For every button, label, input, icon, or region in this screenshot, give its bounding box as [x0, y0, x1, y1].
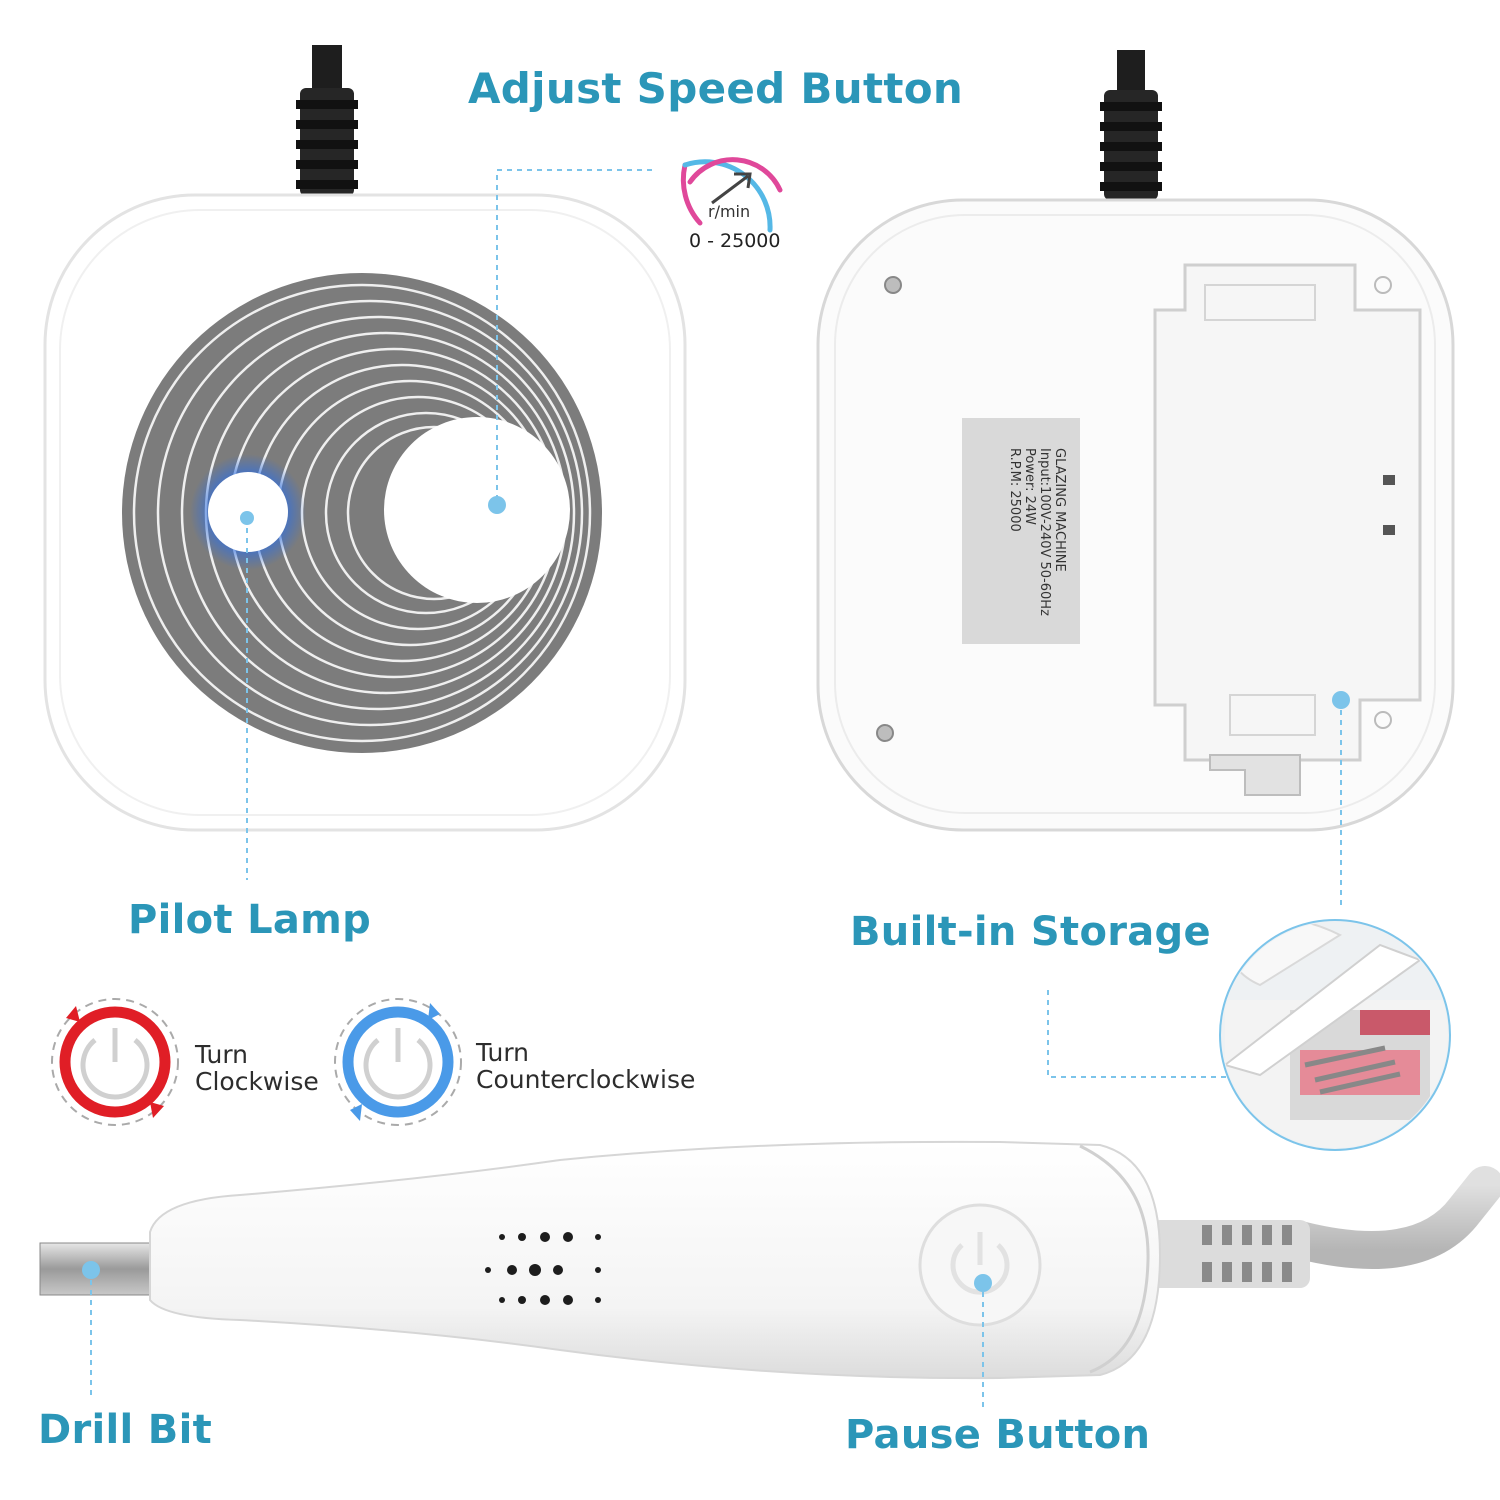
spec-line: Power: 24W: [1022, 448, 1037, 525]
power-icon: [950, 1243, 1010, 1295]
clockwise-line1: Turn: [195, 1040, 249, 1069]
screw: [884, 276, 902, 294]
speed-unit: r/min: [708, 202, 751, 221]
spec-line: Input:100V-240V 50-60Hz: [1037, 448, 1052, 616]
counter-line1: Turn: [476, 1038, 530, 1067]
counter-line2: Counterclockwise: [476, 1065, 696, 1094]
label-built-in-storage: Built-in Storage: [850, 909, 1211, 955]
speed-arrow-icon: [711, 172, 752, 205]
counterclockwise-text: Turn Counterclockwise: [476, 1039, 695, 1093]
clockwise-text: Turn Clockwise: [195, 1041, 319, 1095]
label-drill-bit: Drill Bit: [38, 1407, 213, 1453]
speed-knob[interactable]: [384, 417, 570, 603]
pause-button[interactable]: [918, 1203, 1042, 1327]
spec-line: R.P.M: 25000: [1007, 448, 1022, 532]
label-adjust-speed: Adjust Speed Button: [468, 64, 964, 113]
callout-dots: [82, 496, 1350, 1292]
callout-line-speed: [496, 169, 655, 500]
screw: [876, 724, 894, 742]
storage-door[interactable]: [1153, 263, 1422, 762]
clockwise-icon: [51, 998, 179, 1126]
speed-badge: [680, 157, 783, 233]
spec-label: GLAZING MACHINE Input:100V-240V 50-60Hz …: [962, 418, 1080, 644]
handpiece-cable: [1281, 1166, 1500, 1269]
back-unit: [816, 50, 1455, 832]
back-strain-relief: [1100, 90, 1162, 200]
drill-bit: [39, 1242, 161, 1296]
spec-line: GLAZING MACHINE: [1052, 448, 1067, 572]
label-pilot-lamp: Pilot Lamp: [128, 897, 372, 943]
clockwise-line2: Clockwise: [195, 1067, 319, 1096]
callout-line-inset: [1047, 990, 1228, 1078]
speed-range: 0 - 25000: [689, 230, 781, 252]
handpiece: [39, 1140, 1500, 1380]
front-control-unit: [43, 45, 687, 832]
label-pause-button: Pause Button: [845, 1412, 1151, 1458]
cable-strain-relief: [1150, 1220, 1310, 1288]
handpiece-body: [149, 1140, 1162, 1380]
counterclockwise-icon: [334, 998, 462, 1126]
vent-holes: [485, 1232, 601, 1305]
callouts: [90, 169, 1342, 1410]
strain-relief: [296, 88, 358, 196]
dial-face: [122, 273, 602, 753]
storage-inset: [1219, 919, 1451, 1151]
